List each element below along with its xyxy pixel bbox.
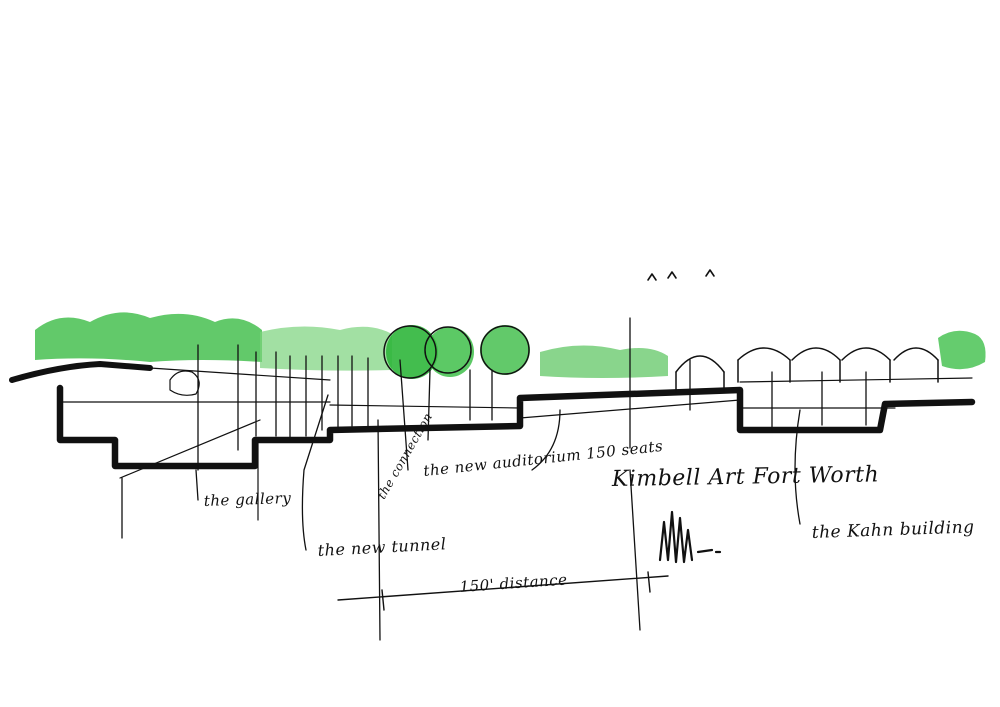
scribble-mark [658,510,722,564]
label-kahn-building: the Kahn building [811,517,974,543]
leader-lines [121,317,801,641]
label-distance: 150' distance [459,570,568,595]
ground-line [9,361,153,383]
vertical-strokes [197,344,867,471]
dimension-line [337,571,669,611]
tree-canopy [35,312,986,378]
auditorium-trees [383,325,530,379]
kahn-vaults [675,347,939,393]
label-kimbell: Kimbell Art Fort Worth [611,462,880,492]
label-new-tunnel: the new tunnel [317,534,447,560]
birds-icon [647,269,715,281]
section-lines [59,367,973,521]
building-section-profile [56,384,976,470]
label-gallery: the gallery [204,489,292,510]
car-sketch [169,370,200,396]
